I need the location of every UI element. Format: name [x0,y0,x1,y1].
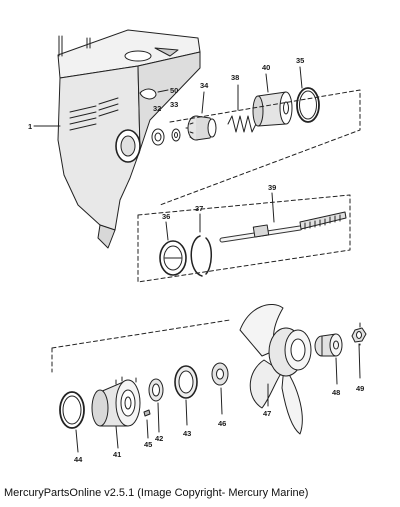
callout-41: 41 [113,450,121,459]
callout-45: 45 [144,440,152,449]
forward-thrust-hub-part-46[interactable] [211,362,229,415]
part-callouts: 1 50 32 33 34 38 40 35 39 36 37 44 41 45… [28,56,364,464]
propeller-part-47[interactable] [239,304,312,435]
spring-part-38[interactable] [227,84,257,133]
callout-47: 47 [263,409,271,418]
callout-34: 34 [200,81,209,90]
callout-38: 38 [231,73,239,82]
callout-39: 39 [268,183,276,192]
bearing-carrier-part-41[interactable] [91,376,141,449]
callout-48: 48 [332,388,340,397]
callout-43: 43 [183,429,191,438]
thrust-washer-part-42[interactable] [148,378,164,433]
spacer-part-43[interactable] [174,365,198,426]
callout-42: 42 [155,434,163,443]
lock-washer-part-50[interactable] [139,88,169,100]
thrust-hub-part-48[interactable] [314,333,343,385]
callout-35: 35 [296,56,304,65]
bearing-race-part-32[interactable] [151,128,165,146]
retaining-ring-part-35[interactable] [296,66,320,123]
pin-part-45[interactable] [143,409,151,439]
reverse-gear-bearing-part-36[interactable] [159,221,187,276]
callout-44: 44 [74,455,83,464]
callout-36: 36 [162,212,170,221]
callout-49: 49 [356,384,364,393]
callout-33: 33 [170,100,178,109]
snap-ring-part-37[interactable] [190,213,212,277]
callout-37: 37 [195,204,203,213]
callout-1: 1 [28,122,32,131]
o-ring-part-44[interactable] [59,391,85,453]
callout-50: 50 [170,86,178,95]
callout-40: 40 [262,63,270,72]
cam-follower-part-40[interactable] [252,73,293,127]
prop-shaft-part-39[interactable] [219,192,347,243]
shim-part-33[interactable] [171,128,181,142]
image-copyright: MercuryPartsOnline v2.5.1 (Image Copyrig… [4,487,309,499]
callout-32: 32 [153,104,161,113]
pinion-gear-part-34[interactable] [185,91,217,141]
gear-housing-part-1[interactable] [33,29,201,249]
callout-46: 46 [218,419,226,428]
propeller-nut-part-49[interactable] [351,327,367,379]
